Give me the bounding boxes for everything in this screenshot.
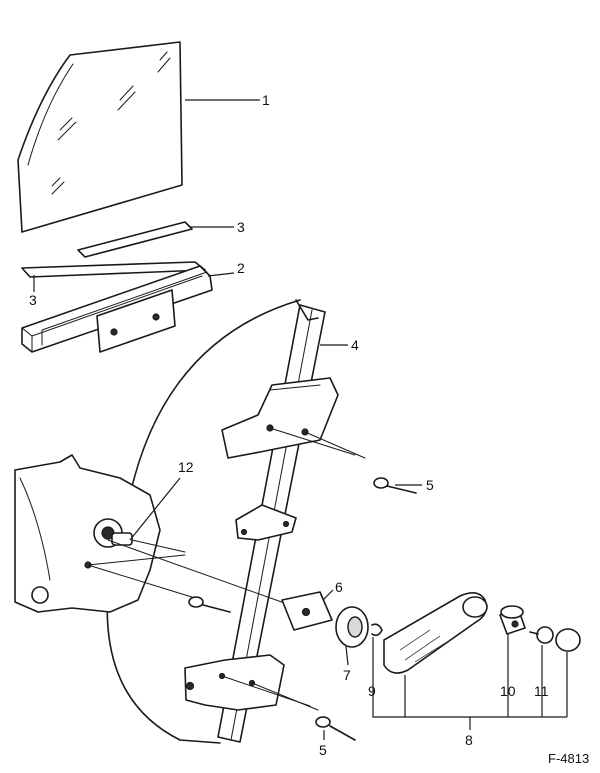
part-retaining-clip [371, 623, 383, 637]
regulator-cable [106, 299, 301, 744]
part-glass-carrier-lower [184, 654, 319, 711]
part-rail-mid-bracket [235, 504, 297, 541]
leader-lines [33, 99, 568, 740]
part-screw-panel [188, 596, 231, 613]
part-escutcheon-ring [335, 606, 369, 648]
part-glass-carrier-upper [221, 377, 366, 459]
callout-12: 12 [178, 459, 194, 475]
callout-4: 4 [351, 337, 359, 353]
part-screw-upper [373, 477, 417, 494]
callout-7: 7 [343, 667, 351, 683]
callout-3-upper: 3 [237, 219, 245, 235]
figure-code: F-4813 [548, 751, 589, 766]
callout-10: 10 [500, 683, 516, 699]
callout-11: 11 [534, 683, 549, 699]
part-glass-channel [21, 265, 213, 353]
part-glass-seal-upper [77, 221, 193, 258]
callout-3-lower: 3 [29, 292, 37, 308]
part-window-glass [17, 41, 183, 233]
part-regulator-drive-pinion [87, 532, 291, 606]
part-door-inner-panel [14, 454, 161, 613]
callout-8: 8 [465, 732, 473, 748]
part-spacer-pad [281, 591, 333, 631]
part-screw-lower [315, 716, 356, 741]
callout-5-lower: 5 [319, 742, 327, 758]
callout-9: 9 [368, 683, 376, 699]
part-crank-handle [383, 592, 488, 674]
callout-5-upper: 5 [426, 477, 434, 493]
part-knob-sleeve [499, 605, 526, 635]
part-knob-pin [529, 626, 554, 644]
callout-1: 1 [262, 92, 270, 108]
part-knob-cap [555, 628, 581, 652]
callout-2: 2 [237, 260, 245, 276]
callout-6: 6 [335, 579, 343, 595]
